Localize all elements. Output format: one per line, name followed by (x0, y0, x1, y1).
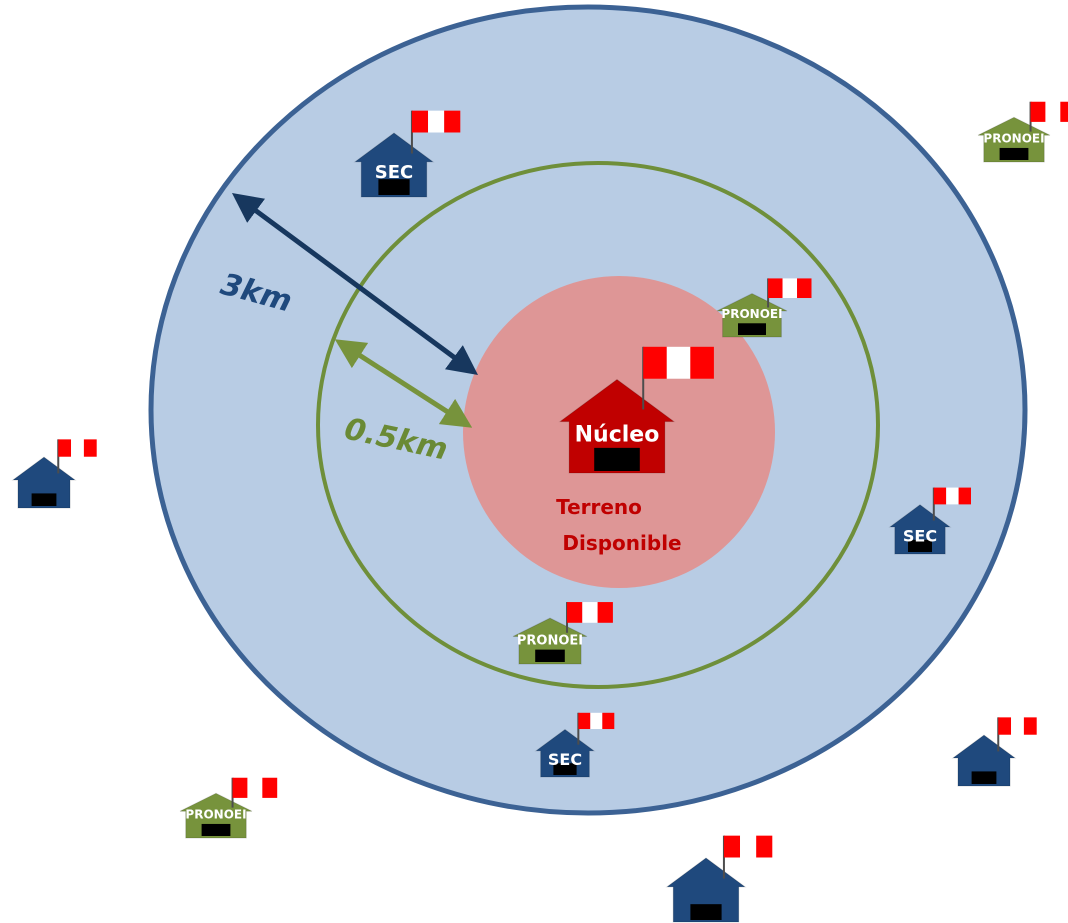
nucleus-label: Núcleo (575, 422, 660, 447)
pronoei-school-10: PRONOEI (179, 777, 278, 839)
flag-icon (232, 777, 278, 798)
door-icon (201, 823, 231, 836)
flag-icon (567, 602, 613, 623)
school-type-label: PRONOEI (185, 807, 246, 821)
flag-icon (58, 439, 97, 457)
sec-school-11 (665, 835, 773, 923)
nucleus-area-label-line1: Terreno (556, 495, 642, 519)
pronoei-school-7: PRONOEI (512, 602, 613, 665)
school-type-label: SEC (903, 526, 937, 545)
door-icon (971, 771, 997, 784)
house-icon (977, 116, 1051, 163)
house-icon (951, 734, 1017, 787)
school-type-label: PRONOEI (721, 307, 782, 321)
door-icon (908, 539, 932, 552)
house-icon (179, 792, 253, 839)
sec-school-8: SEC (534, 712, 615, 778)
sec-school-1: SEC (353, 110, 461, 198)
school-type-label: SEC (548, 750, 582, 769)
flag-icon (643, 346, 714, 379)
school-type-label: SEC (375, 162, 413, 183)
house-icon (534, 728, 596, 778)
flag-icon (1030, 101, 1068, 122)
pronoei-school-3: PRONOEI (977, 101, 1068, 163)
door-icon (999, 147, 1029, 160)
house-icon (11, 456, 77, 509)
door-icon (738, 323, 766, 335)
flag-icon (578, 712, 615, 730)
door-icon (31, 493, 57, 506)
door-icon (553, 763, 577, 775)
nucleus-area-label-line2: Disponible (562, 531, 681, 555)
flag-icon (998, 717, 1037, 735)
flag-icon (411, 110, 461, 133)
house-icon (353, 132, 435, 198)
door-icon (378, 179, 410, 195)
flag-icon (723, 835, 773, 858)
house-icon (512, 617, 588, 665)
house-icon (888, 504, 952, 555)
inner-radius-arrow (334, 339, 473, 428)
sec-school-6: SEC (888, 487, 971, 555)
door-icon (690, 904, 722, 920)
inner-radius-ring (316, 161, 880, 689)
nucleus-school-2: Núcleo (558, 346, 714, 474)
flag-icon (768, 278, 812, 299)
house-icon (665, 857, 747, 923)
house-icon (716, 293, 788, 338)
pronoei-school-4: PRONOEI (716, 278, 812, 338)
school-type-label: PRONOEI (517, 633, 583, 648)
sec-school-9 (951, 717, 1037, 787)
school-type-label: PRONOEI (983, 131, 1044, 145)
house-icon (558, 378, 676, 474)
door-icon (594, 447, 640, 471)
sec-school-5 (11, 439, 97, 509)
door-icon (535, 649, 565, 662)
flag-icon (933, 487, 971, 505)
